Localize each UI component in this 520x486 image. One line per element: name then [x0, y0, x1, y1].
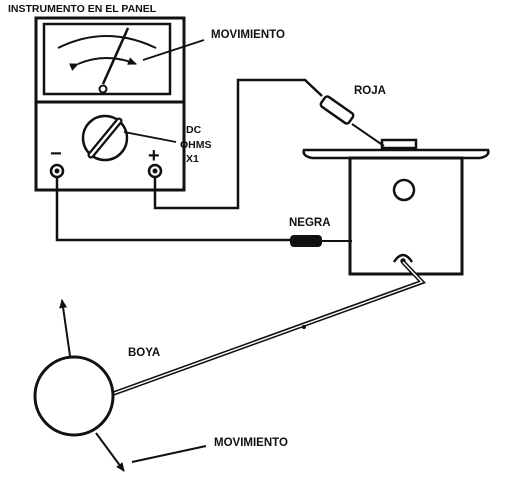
meter-needle	[101, 27, 130, 85]
minus-terminal-label: −	[50, 143, 62, 165]
sender-body	[348, 156, 464, 276]
needle-motion-label: MOVIMIENTO	[211, 29, 285, 41]
wiring	[55, 78, 385, 242]
mode-ohms-label: OHMS	[180, 139, 212, 151]
speck	[302, 325, 306, 329]
mode-x1-label: X1	[186, 153, 199, 165]
float-up-arrow	[59, 299, 71, 357]
instrument-title: INSTRUMENTO EN EL PANEL	[8, 3, 157, 15]
minus-terminal	[49, 163, 65, 179]
movimiento-leader	[142, 39, 205, 61]
sender-terminal	[380, 138, 418, 150]
red-probe	[319, 95, 355, 125]
black-probe	[290, 235, 322, 247]
float-down-arrow	[95, 432, 125, 472]
float-arm	[111, 260, 427, 397]
needle-pivot	[98, 84, 108, 94]
selector-leader	[123, 131, 177, 143]
red-wire	[153, 78, 323, 210]
fuel-level-sender	[302, 138, 490, 276]
meter-scale-arc	[57, 35, 157, 49]
float-arm-pivot	[392, 253, 414, 264]
float-motion-leader	[131, 445, 207, 463]
mode-dc-label: DC	[186, 124, 202, 136]
multimeter-body	[34, 16, 186, 192]
meter-display	[42, 22, 172, 96]
float-label: BOYA	[128, 347, 160, 359]
black-lead-label: NEGRA	[289, 217, 331, 229]
sender-hole	[392, 178, 416, 202]
needle-motion-arrow	[69, 57, 137, 71]
black-wire	[55, 177, 290, 242]
red-probe-tip	[351, 123, 385, 147]
range-selector-knob	[81, 114, 129, 162]
red-lead-label: ROJA	[354, 85, 386, 97]
float-motion-label: MOVIMIENTO	[214, 437, 288, 449]
float-ball	[33, 355, 115, 437]
plus-terminal-label: +	[148, 145, 160, 167]
sender-flange	[302, 148, 490, 160]
float-motion-arrows	[59, 299, 207, 472]
